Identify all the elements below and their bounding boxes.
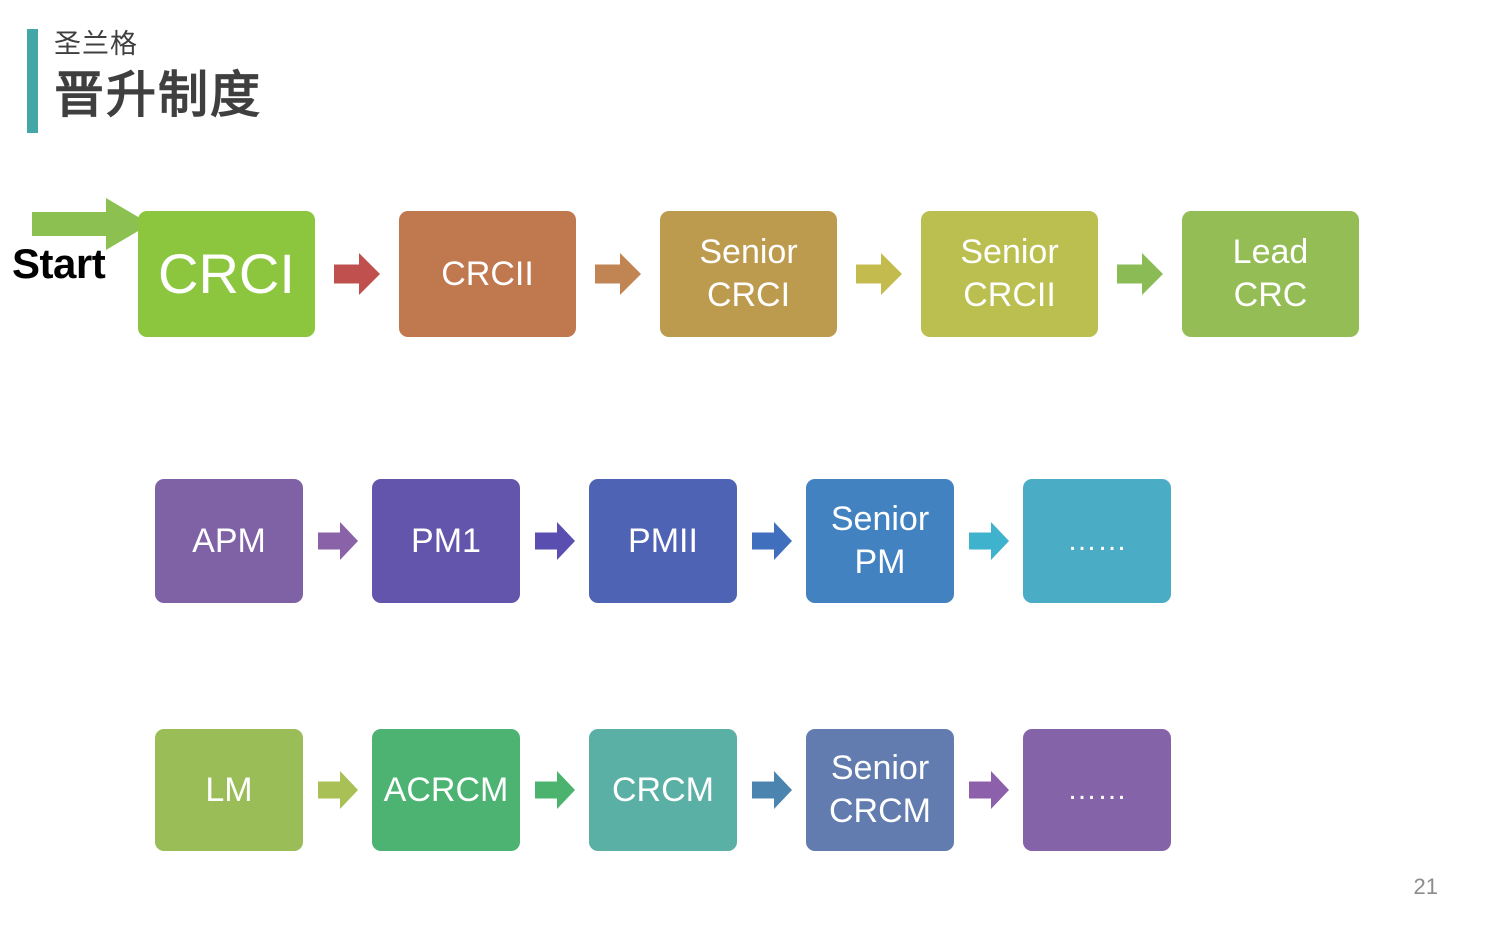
flow-arrow-icon bbox=[1117, 253, 1163, 295]
flow-node-label: APM bbox=[192, 521, 266, 560]
flow-node-label: …… bbox=[1067, 773, 1127, 807]
flow-arrow-icon bbox=[751, 522, 792, 560]
flow-arrow-icon bbox=[968, 771, 1009, 809]
start-marker: Start bbox=[12, 198, 152, 308]
flow-node-label: ACRCM bbox=[383, 770, 509, 809]
flow-arrow-icon bbox=[751, 771, 792, 809]
flow-arrow-icon bbox=[968, 522, 1009, 560]
flow-node-label: Senior bbox=[830, 749, 930, 788]
flow-arrow-icon bbox=[317, 522, 358, 560]
page-number: 21 bbox=[1413, 874, 1438, 899]
flow-node[interactable]: APM bbox=[155, 479, 303, 603]
title-text-group: 圣兰格 晋升制度 bbox=[54, 24, 262, 126]
flow-node[interactable]: ACRCM bbox=[372, 729, 520, 851]
flow-arrow-icon bbox=[856, 253, 902, 295]
flow-node-label: CRCI bbox=[158, 241, 295, 305]
flow-node[interactable]: …… bbox=[1023, 729, 1171, 851]
flow-arrow-icon bbox=[317, 771, 358, 809]
flow-node[interactable]: PM1 bbox=[372, 479, 520, 603]
flow-node-label: Senior bbox=[830, 500, 930, 539]
flow-node-label: PM1 bbox=[411, 521, 481, 560]
flow-node-label: PM bbox=[854, 543, 906, 581]
flow-node[interactable]: CRCI bbox=[138, 211, 315, 337]
flow-node[interactable]: PMII bbox=[589, 479, 737, 603]
flow-node-label: Senior bbox=[699, 233, 798, 272]
flow-node[interactable]: LM bbox=[155, 729, 303, 851]
start-label: Start bbox=[12, 240, 106, 287]
flow-node-label: LM bbox=[205, 770, 253, 809]
flow-arrow-icon bbox=[534, 771, 575, 809]
flow-node-label: CRCII bbox=[441, 254, 534, 293]
flow-node-label: CRCI bbox=[706, 276, 791, 314]
flow-node[interactable]: …… bbox=[1023, 479, 1171, 603]
flow-node-label: CRCM bbox=[829, 792, 931, 830]
flow-arrow-icon bbox=[595, 253, 641, 295]
flow-node[interactable]: CRCII bbox=[399, 211, 576, 337]
flow-node-label: CRCII bbox=[963, 276, 1056, 314]
flow-node[interactable]: CRCM bbox=[589, 729, 737, 851]
flow-node-label: CRC bbox=[1233, 276, 1308, 314]
flow-arrow-icon bbox=[534, 522, 575, 560]
flow-node-label: …… bbox=[1067, 524, 1127, 558]
flow-node-label: CRCM bbox=[612, 770, 714, 809]
flow-node-label: Senior bbox=[960, 233, 1059, 272]
title-subtitle: 圣兰格 bbox=[54, 29, 138, 59]
flow-arrow-icon bbox=[334, 253, 380, 295]
right-arrow-icon bbox=[32, 198, 150, 250]
flow-node-label: Lead bbox=[1232, 233, 1309, 272]
page-title: 晋升制度 bbox=[54, 67, 262, 123]
title-accent-bar bbox=[27, 29, 38, 133]
flow-node-label: PMII bbox=[628, 521, 698, 560]
